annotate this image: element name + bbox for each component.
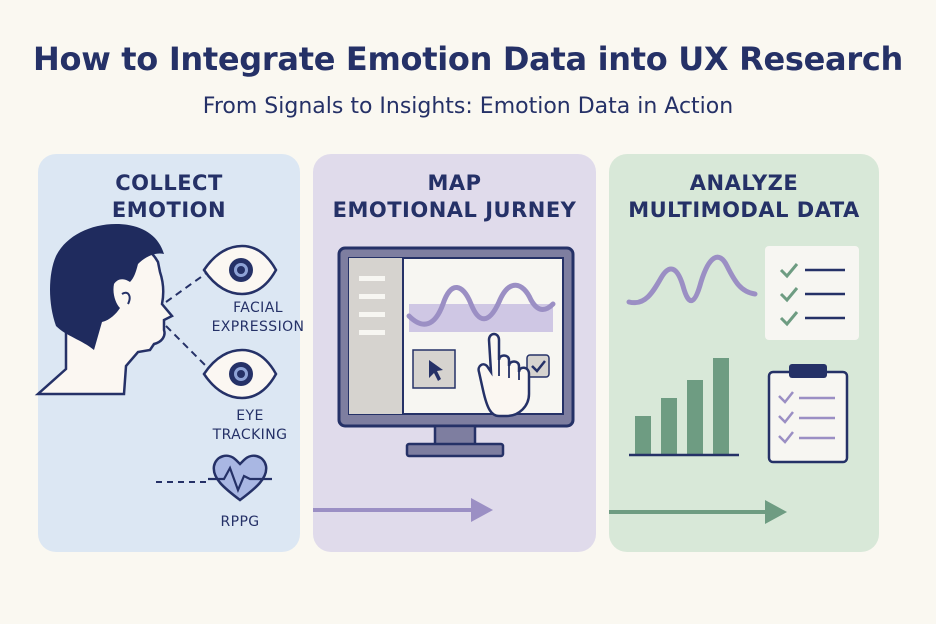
analyze-data-panel: ANALYZE MULTIMODAL DATA [609, 154, 879, 552]
facial-expression-label: FACIAL EXPRESSION [208, 299, 308, 337]
checklist-icon [765, 246, 859, 340]
heart-pulse-icon [208, 454, 272, 502]
map-panel-title: MAP EMOTIONAL JURNEY [313, 170, 596, 224]
map-journey-panel: MAP EMOTIONAL JURNEY [313, 154, 596, 552]
map-title-line2: EMOTIONAL JURNEY [332, 198, 577, 222]
clipboard-icon [767, 364, 849, 464]
page-subtitle: From Signals to Insights: Emotion Data i… [202, 94, 734, 119]
eye-tracking-text: EYE TRACKING [212, 408, 288, 443]
analyze-title-line2: MULTIMODAL DATA [628, 198, 860, 222]
analyze-illustration [609, 246, 859, 524]
page-title: How to Integrate Emotion Data into UX Re… [33, 40, 903, 78]
analysis-arrow-icon [609, 500, 787, 524]
eye-tracking-label: EYE TRACKING [200, 407, 300, 445]
map-title-line1: MAP [427, 171, 482, 195]
eye-icon [202, 244, 278, 296]
collect-emotion-panel: COLLECT EMOTION [34, 154, 304, 552]
map-illustration [313, 246, 575, 522]
facial-expression-text: FACIAL EXPRESSION [211, 300, 305, 335]
collect-title-line2: EMOTION [111, 198, 227, 222]
analyze-panel-title: ANALYZE MULTIMODAL DATA [609, 170, 879, 224]
bar-chart-icon [629, 358, 739, 457]
signal-wave-icon [626, 254, 758, 306]
rppg-text: RPPG [220, 514, 260, 530]
collect-panel-title: COLLECT EMOTION [38, 170, 300, 224]
analyze-title-line1: ANALYZE [689, 171, 799, 195]
monitor-icon [337, 246, 575, 458]
rppg-label: RPPG [200, 513, 280, 532]
journey-arrow-icon [313, 498, 493, 522]
collect-title-line1: COLLECT [115, 171, 223, 195]
face-profile-icon [34, 224, 174, 396]
pointing-hand-icon [477, 332, 531, 418]
collect-illustration [34, 224, 278, 502]
eye-icon [202, 348, 278, 400]
